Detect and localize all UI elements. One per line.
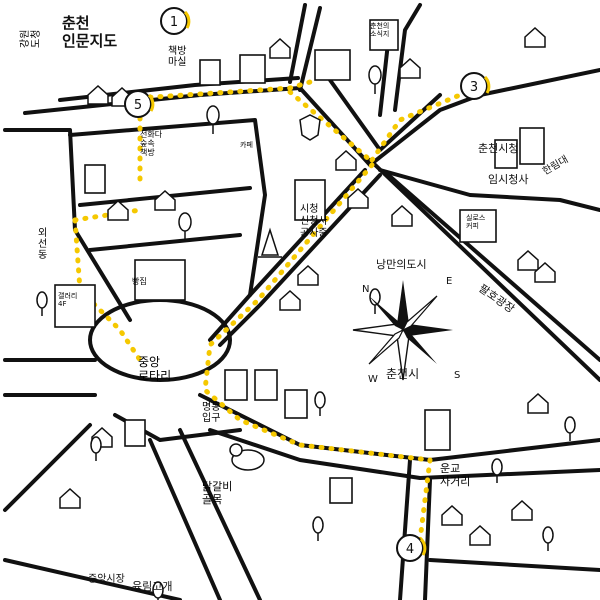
label-city-hall: 춘천시청 [478,141,518,155]
emblem-icon [299,114,321,141]
label-myeongdong: 명동 입구 [202,402,221,424]
map-title-line1: 춘천 [62,14,90,32]
label-gallery: 갤러리 4F [58,292,78,308]
label-paldo: 팔호광장 [476,282,517,316]
label-small-shop: 선화다 숲속 책방 [140,130,163,157]
label-central-rotary: 중앙 로타리 [138,355,172,383]
map-title-line2: 인문지도 [62,32,118,50]
compass-e: E [446,276,452,287]
compass-s: S [454,370,460,381]
label-unkyo: 운교 사거리 [440,462,471,488]
label-dakgalbi: 닭갈비 골목 [202,480,233,506]
label-romantic-city: 낭만의도시 [376,258,427,271]
marker-5[interactable]: 5 [124,90,155,118]
label-jungang-market: 중앙시장 [88,573,125,585]
compass-w: W [368,374,378,385]
duck-icon [229,443,265,471]
label-chaekbang: 책방 마실 [168,46,187,68]
label-bakery: 빵집 [132,277,147,286]
label-chuncheon: 춘천시 [386,366,419,381]
compass-rose [352,280,453,381]
buildings [54,19,545,504]
label-gangwon: 강원 도청 [20,29,42,48]
map-title: 춘천 인문지도 [62,14,117,50]
trees [36,65,576,600]
marker-3-number: 3 [470,80,478,95]
marker-3[interactable]: 3 [460,72,491,100]
marker-4-number: 4 [406,542,414,557]
marker-1[interactable]: 1 [160,7,191,35]
label-clinic: 실로스 커피 [466,214,486,230]
label-city-hall-site: 시청 신청사 공사중 [300,204,328,239]
marker-4[interactable]: 4 [396,534,427,562]
label-temp-city-hall: 임시청사 [488,173,528,186]
label-yukrim: 육림고개 [132,580,172,593]
label-top-shop: 춘천의 소식지 [370,22,390,38]
marker-5-number: 5 [134,98,142,113]
label-hanrim: 한림대 [541,153,571,177]
roads [3,3,600,600]
marker-1-number: 1 [170,15,178,30]
houses [59,26,556,546]
label-oeseondong: 외 선 동 [38,228,48,261]
label-cafe: 카페 [240,141,253,149]
cone-icon [258,227,282,258]
compass-n: N [362,284,369,295]
